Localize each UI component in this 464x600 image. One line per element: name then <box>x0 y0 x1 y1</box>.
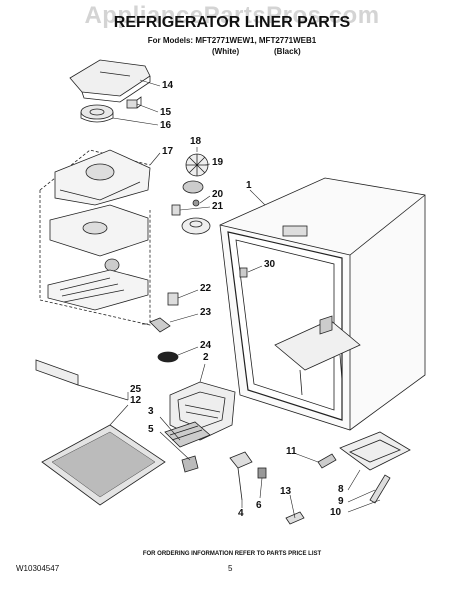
part-25-trim <box>35 359 129 401</box>
callout-2: 2 <box>203 352 209 363</box>
watermark: AppliancePartsPros.com <box>84 2 380 29</box>
part-12-grille <box>41 424 166 506</box>
parts-22-24-connectors <box>142 292 179 363</box>
leader-lines <box>109 79 381 519</box>
callout-23: 23 <box>200 307 212 318</box>
callout-8: 8 <box>338 484 344 495</box>
callout-24: 24 <box>200 340 212 351</box>
callout-1: 1 <box>246 180 252 191</box>
parts-8-10-lamp-cover <box>339 431 411 504</box>
callout-16: 16 <box>160 120 172 131</box>
callout-11: 11 <box>286 446 297 457</box>
page-title: REFRIGERATOR LINER PARTS <box>113 14 351 31</box>
callout-30: 30 <box>264 259 276 270</box>
document-number: W10304547 <box>16 564 60 573</box>
callout-3: 3 <box>148 406 154 417</box>
part-17-housing-group <box>39 149 151 326</box>
callout-4: 4 <box>238 508 244 519</box>
callout-12: 12 <box>130 395 142 406</box>
page-number: 5 <box>228 564 233 573</box>
parts-3-5-module <box>164 421 211 473</box>
callout-14: 14 <box>162 80 174 91</box>
callout-21: 21 <box>212 201 224 212</box>
callout-13: 13 <box>280 486 292 497</box>
callout-25: 25 <box>130 384 142 395</box>
callout-5: 5 <box>148 424 154 435</box>
callout-6: 6 <box>256 500 262 511</box>
parts-11-13-lamp <box>285 453 337 525</box>
part-14-cover <box>69 59 151 103</box>
parts-4-6-sensor <box>229 451 267 501</box>
callout-19: 19 <box>212 157 224 168</box>
model-list: For Models: MFT2771WEW1, MFT2771WEB1 <box>147 36 317 45</box>
part-1-liner <box>219 177 426 431</box>
callout-9: 9 <box>338 496 344 507</box>
callout-20: 20 <box>212 189 224 200</box>
callout-22: 22 <box>200 283 212 294</box>
color-white-label: (White) <box>212 47 240 56</box>
callout-18: 18 <box>190 136 202 147</box>
callout-15: 15 <box>160 107 172 118</box>
parts-18-21-fan-assembly <box>171 153 211 235</box>
callout-17: 17 <box>162 146 174 157</box>
color-black-label: (Black) <box>274 47 301 56</box>
callout-10: 10 <box>330 507 342 518</box>
ordering-note: FOR ORDERING INFORMATION REFER TO PARTS … <box>142 551 322 557</box>
